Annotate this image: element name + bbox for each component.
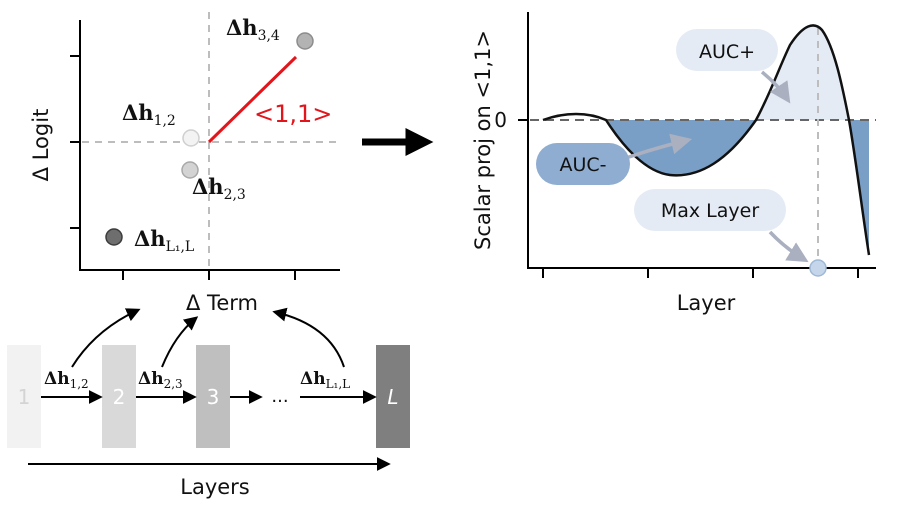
- badge-auc-plus-arrow: [760, 70, 791, 104]
- scatter-axes: [70, 20, 340, 280]
- vector-line: [207, 55, 298, 144]
- badge-auc-minus: AUC-: [536, 133, 693, 185]
- point-h23: [181, 161, 199, 179]
- delta-label-2-3: Δh2,3: [138, 369, 183, 391]
- curve-x-label: Layer: [677, 291, 736, 315]
- point-hL: [105, 228, 123, 246]
- badge-auc-minus-text: AUC-: [559, 154, 606, 176]
- zero-tick-label: 0: [494, 108, 507, 132]
- point-h12: [182, 129, 200, 147]
- badge-auc-plus-bg: [676, 29, 778, 71]
- vector-label: <1,1>: [254, 100, 332, 128]
- label-h34: Δh3,4: [226, 15, 280, 44]
- curved-arrow-1: [71, 308, 141, 368]
- curved-arrow-2: [161, 316, 199, 368]
- layers-axis-label: Layers: [180, 475, 250, 499]
- layer-box-3-label: 3: [207, 385, 220, 409]
- badge-max-layer-bg: [634, 189, 786, 231]
- badge-max-layer: Max Layer: [634, 189, 809, 263]
- layer-box-1: [7, 345, 41, 448]
- auc-negative-fill-2: [849, 120, 869, 255]
- layer-box-2-label: 2: [113, 385, 126, 409]
- delta-label-1-2: Δh1,2: [44, 369, 89, 391]
- curve-y-label: Scalar proj on <1,1>: [471, 30, 495, 250]
- label-h23: Δh2,3: [192, 174, 246, 203]
- max-layer-point: [809, 259, 827, 277]
- badge-auc-plus: AUC+: [676, 29, 791, 104]
- label-h12: Δh1,2: [122, 100, 176, 129]
- badge-max-layer-arrow: [768, 230, 809, 263]
- layers-diagram: 1 2 3 L ... Δh1,2 Δh2,3 ΔhL₁,L Layers: [7, 307, 410, 499]
- curve-plot: 0 AUC+ AUC- Max Layer Layer Scalar proj …: [471, 12, 876, 315]
- layer-box-2: [102, 345, 136, 448]
- scatter-x-label: Δ Term: [186, 291, 258, 315]
- badge-auc-minus-bg: [536, 143, 630, 185]
- scatter-plot: <1,1> Δh3,4 Δh1,2 Δh2,3 ΔhL₁,L Δ Term Δ …: [29, 12, 340, 315]
- layer-box-3: [196, 345, 230, 448]
- badge-max-layer-text: Max Layer: [661, 200, 759, 222]
- badge-auc-plus-text: AUC+: [699, 41, 755, 63]
- label-hL: ΔhL₁,L: [134, 226, 194, 255]
- layer-ellipsis: ...: [271, 386, 288, 407]
- delta-label-L: ΔhL₁,L: [300, 369, 350, 391]
- point-h34: [296, 32, 314, 50]
- layer-box-L-label: L: [387, 385, 398, 409]
- curved-arrow-L: [272, 307, 345, 368]
- layer-box-L: [376, 345, 410, 448]
- scatter-y-label: Δ Logit: [29, 109, 53, 182]
- layer-box-1-label: 1: [18, 385, 31, 409]
